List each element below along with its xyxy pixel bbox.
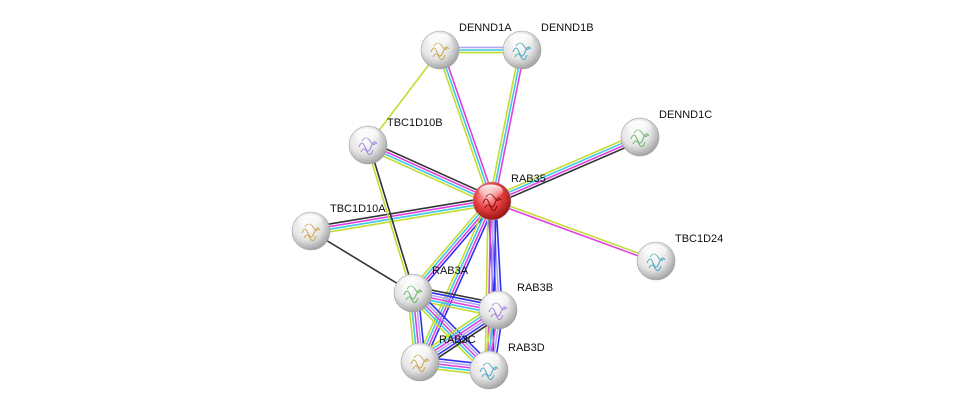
node-highlight	[355, 128, 379, 142]
node-label: RAB3D	[508, 342, 545, 354]
node-highlight	[627, 120, 651, 134]
edge-line-database	[418, 200, 492, 362]
edge-line-experiments	[492, 137, 641, 203]
node-label: RAB3C	[439, 334, 476, 346]
edge-line-database	[491, 135, 640, 201]
node-tbc1d10a[interactable]: TBC1D10A	[291, 203, 386, 251]
edge-dennd1a-rab35[interactable]	[436, 48, 496, 203]
node-label: RAB35	[511, 173, 546, 185]
node-highlight	[400, 276, 424, 290]
node-rab3b[interactable]: RAB3B	[478, 282, 553, 330]
node-label: TBC1D10B	[387, 117, 443, 129]
edge-line-textmining	[436, 50, 491, 203]
edge-dennd1a-tbc1d10b[interactable]	[367, 49, 441, 146]
node-rab3a[interactable]: RAB3A	[393, 265, 469, 313]
edge-tbc1d10a-rab3a[interactable]	[310, 230, 414, 294]
edge-line-experiments	[420, 201, 494, 363]
node-rab35[interactable]: RAB35	[472, 173, 546, 221]
node-dennd1a[interactable]: DENND1A	[420, 22, 512, 70]
node-highlight	[298, 214, 322, 228]
edge-line-experiments	[310, 198, 492, 231]
node-highlight	[427, 33, 451, 47]
node-highlight	[509, 33, 533, 47]
node-highlight	[407, 345, 431, 359]
edge-dennd1b-rab35[interactable]	[488, 49, 526, 202]
node-dennd1b[interactable]: DENND1B	[502, 22, 594, 70]
edge-line-coexpression	[310, 196, 492, 228]
edge-line-coexpression	[369, 140, 494, 199]
edge-tbc1d10b-rab3a[interactable]	[365, 144, 416, 294]
node-highlight	[643, 244, 667, 258]
edge-line-cooccurrence	[422, 202, 497, 364]
node-rab3d[interactable]: RAB3D	[469, 342, 545, 390]
edge-tbc1d24-rab35[interactable]	[491, 199, 657, 263]
node-label: DENND1A	[459, 22, 512, 34]
edge-line-textmining	[415, 199, 490, 361]
edge-rab35-rab3c[interactable]	[415, 199, 497, 364]
edge-line-experiments	[493, 50, 526, 202]
edge-line-experiments	[491, 201, 656, 263]
node-tbc1d10b[interactable]: TBC1D10B	[348, 117, 443, 165]
edge-tbc1d10b-rab35[interactable]	[366, 140, 494, 206]
node-label: TBC1D10A	[330, 203, 386, 215]
edge-line-experiments	[368, 143, 493, 201]
edge-tbc1d10a-rab35[interactable]	[310, 196, 493, 236]
edge-line-experiments	[441, 48, 496, 201]
edge-line-coexpression	[368, 144, 416, 293]
edge-line-textmining	[409, 197, 490, 291]
node-tbc1d24[interactable]: TBC1D24	[636, 233, 723, 281]
edge-line-textmining	[367, 49, 441, 146]
edge-line-coexpression	[310, 230, 414, 294]
nodes-layer: RAB35 DENND1A DENND1B DENND1C TBC1D10B TBC1D1…	[291, 22, 723, 390]
node-rab3c[interactable]: RAB3C	[400, 334, 476, 382]
node-highlight	[476, 353, 500, 367]
edge-line-database	[411, 199, 492, 293]
edge-line-textmining	[365, 145, 413, 294]
edge-line-textmining	[366, 147, 491, 206]
edge-line-textmining	[484, 200, 489, 370]
node-highlight	[479, 184, 503, 198]
node-label: DENND1B	[541, 22, 594, 34]
edge-line-database	[439, 49, 493, 202]
edge-line-coexpression	[493, 139, 642, 206]
edge-dennd1c-rab35[interactable]	[490, 132, 642, 206]
edge-line-database	[491, 49, 523, 202]
node-dennd1c[interactable]: DENND1C	[620, 109, 712, 157]
node-label: TBC1D24	[675, 233, 723, 245]
node-label: DENND1C	[659, 109, 712, 121]
node-label: RAB3B	[517, 282, 553, 294]
edge-line-database	[367, 145, 492, 203]
edge-line-textmining	[492, 199, 657, 261]
node-label: RAB3A	[432, 265, 469, 277]
edge-line-database	[311, 201, 493, 234]
edge-line-textmining	[311, 204, 493, 236]
edge-line-textmining	[490, 132, 639, 199]
edge-line-textmining	[488, 49, 521, 201]
node-highlight	[485, 293, 509, 307]
